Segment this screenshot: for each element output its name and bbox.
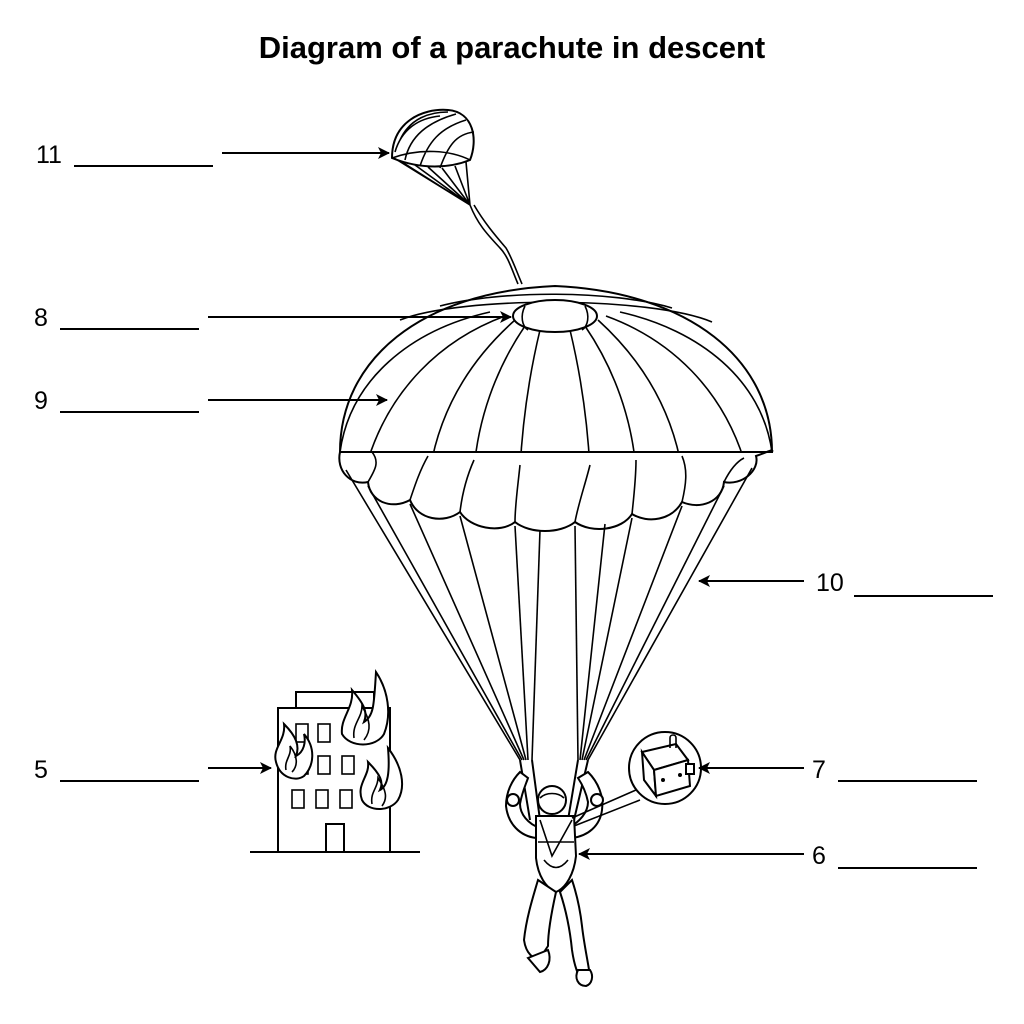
label-11-number: 11 [36, 141, 62, 169]
label-5-row: 5 [34, 756, 272, 784]
main-canopy [338, 284, 774, 532]
suspension-lines [345, 467, 753, 761]
burning-building [250, 668, 420, 853]
label-5-number: 5 [34, 756, 48, 784]
label-7-number: 7 [812, 756, 826, 784]
label-7-row: 7 [698, 756, 977, 784]
label-8-row: 8 [34, 304, 512, 332]
label-11-row: 11 [36, 141, 390, 169]
label-10-row: 10 [698, 569, 993, 597]
label-9-number: 9 [34, 387, 48, 415]
label-8-number: 8 [34, 304, 48, 332]
label-9-row: 9 [34, 387, 388, 415]
pilot-chute [390, 108, 523, 285]
parachutist [504, 759, 604, 988]
label-6-row: 6 [578, 842, 977, 870]
label-10-number: 10 [816, 569, 844, 597]
label-6-number: 6 [812, 842, 826, 870]
automatic-activation-device-callout [571, 731, 702, 827]
diagram-title: Diagram of a parachute in descent [258, 30, 766, 65]
